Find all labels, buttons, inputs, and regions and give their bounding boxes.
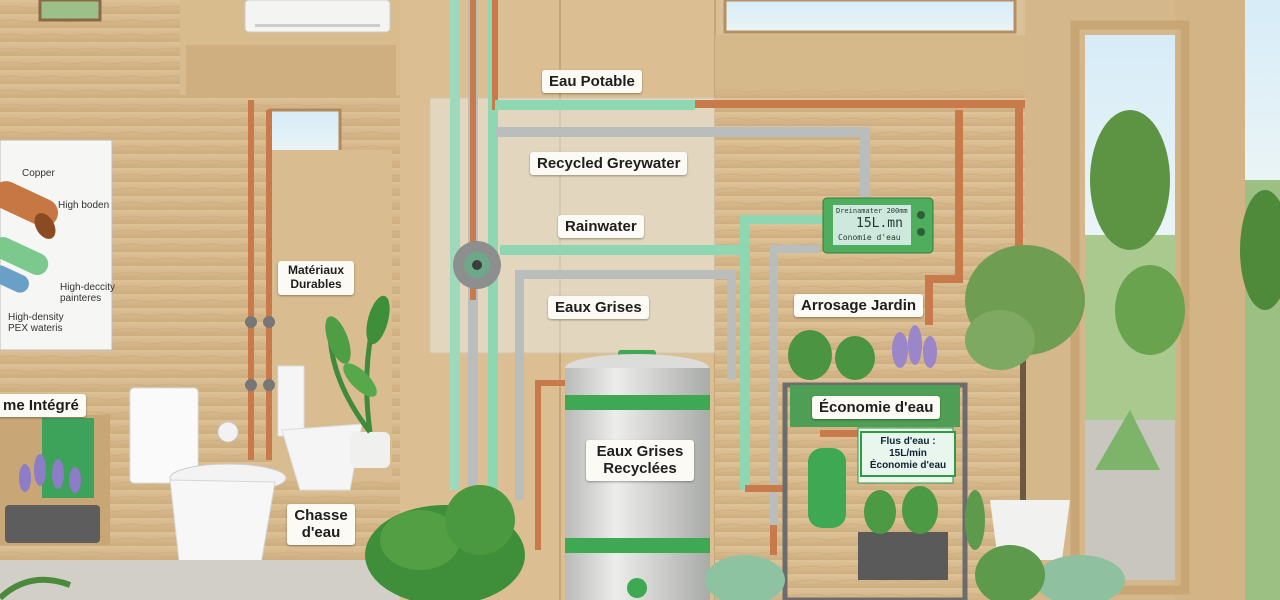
eaux-grises-label: Eaux Grises: [548, 296, 649, 320]
tank-icon: [565, 350, 710, 600]
meter-bottom-text: Conomie d'eau: [838, 233, 901, 242]
systeme-integre-label: me Intégré: [0, 394, 86, 418]
flow-info-panel: Flus d'eau : 15L/min Économie d'eau: [860, 431, 956, 477]
toilet-icon: [129, 387, 287, 571]
meter-reading: 15L.mn: [856, 216, 903, 231]
air-conditioner-icon: [244, 0, 391, 33]
poster-high-boden-label: High boden: [58, 200, 110, 211]
meter-top-text: Dreinamater 200mm: [836, 207, 908, 215]
meter-icon: [822, 197, 934, 254]
economie-eau-label: Économie d'eau: [812, 396, 941, 420]
pipe-diagram-icon: [0, 181, 59, 293]
arrosage-jardin-label: Arrosage Jardin: [794, 294, 924, 318]
rainwater-label: Rainwater: [558, 215, 644, 239]
plant-icon: [365, 485, 1125, 600]
plant-icon: [325, 295, 390, 468]
eau-potable-label: Eau Potable: [542, 70, 642, 94]
recycled-greywater-label: Recycled Greywater: [530, 152, 688, 176]
valve-icon: [453, 241, 501, 289]
poster-copper-label: Copper: [22, 168, 55, 179]
